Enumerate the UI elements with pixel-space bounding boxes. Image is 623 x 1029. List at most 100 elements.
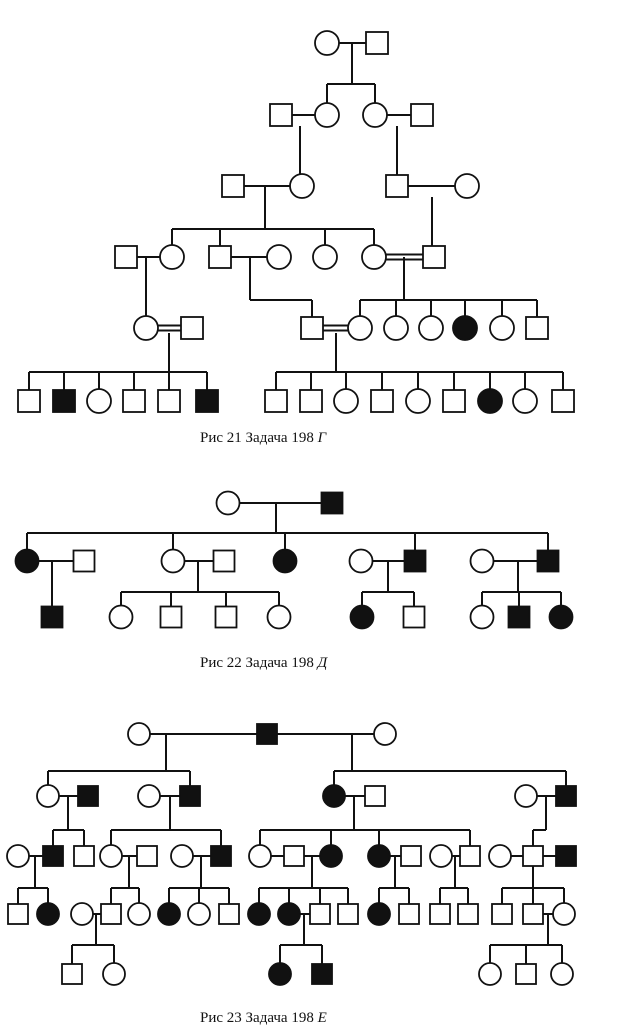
unaffected-female-21-VI-9 xyxy=(333,388,359,414)
affected-female-23-IV-10 xyxy=(277,902,301,926)
unaffected-female-22-II-3 xyxy=(160,548,186,574)
unaffected-female-21-V-4 xyxy=(347,315,373,341)
unaffected-female-23-II-3 xyxy=(137,784,161,808)
affected-female-23-II-5 xyxy=(322,784,346,808)
affected-female-23-III-10 xyxy=(319,844,343,868)
affected-male-23-III-2 xyxy=(42,845,64,867)
affected-male-22-III-9 xyxy=(507,605,531,629)
unaffected-female-21-III-2 xyxy=(289,173,315,199)
affected-male-23-I-2 xyxy=(256,723,278,745)
affected-female-21-V-7 xyxy=(452,315,478,341)
unaffected-male-23-V-1 xyxy=(61,963,83,985)
unaffected-male-21-IV-7 xyxy=(422,245,446,269)
unaffected-female-23-III-6 xyxy=(170,844,194,868)
unaffected-female-23-III-4 xyxy=(99,844,123,868)
affected-male-21-VI-2 xyxy=(52,389,76,413)
unaffected-male-21-IV-3 xyxy=(208,245,232,269)
unaffected-male-23-IV-14 xyxy=(398,903,420,925)
unaffected-male-21-V-3 xyxy=(300,316,324,340)
unaffected-male-23-III-9 xyxy=(283,845,305,867)
unaffected-female-22-II-8 xyxy=(469,548,495,574)
unaffected-female-23-IV-5 xyxy=(127,902,151,926)
unaffected-male-23-IV-12 xyxy=(337,903,359,925)
unaffected-female-21-VI-14 xyxy=(512,388,538,414)
unaffected-male-21-VI-5 xyxy=(157,389,181,413)
unaffected-female-23-II-7 xyxy=(514,784,538,808)
unaffected-male-22-III-7 xyxy=(402,605,426,629)
unaffected-female-21-I-1 xyxy=(314,30,340,56)
affected-female-23-III-11 xyxy=(367,844,391,868)
unaffected-female-21-IV-5 xyxy=(312,244,338,270)
unaffected-male-21-VI-12 xyxy=(442,389,466,413)
unaffected-female-23-V-7 xyxy=(550,962,574,986)
unaffected-male-23-IV-18 xyxy=(522,903,544,925)
unaffected-male-23-III-3 xyxy=(73,845,95,867)
unaffected-male-21-VI-10 xyxy=(370,389,394,413)
affected-female-22-II-5 xyxy=(272,548,298,574)
affected-female-22-II-1 xyxy=(14,548,40,574)
unaffected-female-22-III-5 xyxy=(266,604,292,630)
pedigree-lines xyxy=(17,42,567,964)
unaffected-male-23-III-14 xyxy=(459,845,481,867)
unaffected-male-23-IV-15 xyxy=(429,903,451,925)
figure-22-caption: Рис 22 Задача 198 Д xyxy=(200,655,329,671)
unaffected-female-23-III-15 xyxy=(488,844,512,868)
affected-male-22-II-9 xyxy=(536,549,560,573)
unaffected-male-21-VI-7 xyxy=(264,389,288,413)
affected-female-21-VI-13 xyxy=(477,388,503,414)
affected-female-23-IV-6 xyxy=(157,902,181,926)
unaffected-male-21-VI-15 xyxy=(551,389,575,413)
unaffected-female-22-II-6 xyxy=(348,548,374,574)
unaffected-female-21-V-1 xyxy=(133,315,159,341)
unaffected-male-23-V-6 xyxy=(515,963,537,985)
affected-male-21-VI-6 xyxy=(195,389,219,413)
unaffected-female-23-III-8 xyxy=(248,844,272,868)
pedigree-symbols xyxy=(6,30,577,986)
affected-male-23-III-7 xyxy=(210,845,232,867)
affected-female-23-IV-9 xyxy=(247,902,271,926)
unaffected-female-21-VI-3 xyxy=(86,388,112,414)
affected-male-23-II-8 xyxy=(555,785,577,807)
unaffected-male-21-II-4 xyxy=(410,103,434,127)
affected-male-22-I-2 xyxy=(320,491,344,515)
unaffected-male-21-III-1 xyxy=(221,174,245,198)
affected-male-23-V-4 xyxy=(311,963,333,985)
affected-male-22-III-1 xyxy=(40,605,64,629)
unaffected-female-21-IV-2 xyxy=(159,244,185,270)
unaffected-male-23-IV-11 xyxy=(309,903,331,925)
unaffected-male-23-III-5 xyxy=(136,845,158,867)
unaffected-male-21-VI-8 xyxy=(299,389,323,413)
unaffected-male-22-II-2 xyxy=(72,549,96,573)
unaffected-female-21-II-2 xyxy=(314,102,340,128)
unaffected-female-23-I-1 xyxy=(127,722,151,746)
affected-female-22-III-6 xyxy=(349,604,375,630)
affected-female-22-III-10 xyxy=(548,604,574,630)
unaffected-male-23-III-12 xyxy=(400,845,422,867)
unaffected-female-21-V-8 xyxy=(489,315,515,341)
unaffected-female-21-V-5 xyxy=(383,315,409,341)
affected-male-23-II-4 xyxy=(179,785,201,807)
unaffected-male-21-II-1 xyxy=(269,103,293,127)
affected-male-22-II-7 xyxy=(403,549,427,573)
unaffected-male-21-I-2 xyxy=(365,31,389,55)
unaffected-female-23-IV-19 xyxy=(552,902,576,926)
unaffected-male-22-III-3 xyxy=(159,605,183,629)
unaffected-male-23-IV-4 xyxy=(100,903,122,925)
unaffected-female-23-V-2 xyxy=(102,962,126,986)
unaffected-male-22-III-4 xyxy=(214,605,238,629)
unaffected-male-23-III-16 xyxy=(522,845,544,867)
unaffected-male-21-V-9 xyxy=(525,316,549,340)
unaffected-male-23-IV-1 xyxy=(7,903,29,925)
unaffected-male-23-II-6 xyxy=(364,785,386,807)
affected-female-23-V-3 xyxy=(268,962,292,986)
unaffected-female-22-III-8 xyxy=(469,604,495,630)
unaffected-female-23-IV-7 xyxy=(187,902,211,926)
unaffected-female-23-I-3 xyxy=(373,722,397,746)
unaffected-female-21-III-4 xyxy=(454,173,480,199)
unaffected-female-21-V-6 xyxy=(418,315,444,341)
unaffected-female-21-IV-4 xyxy=(266,244,292,270)
unaffected-male-21-IV-1 xyxy=(114,245,138,269)
unaffected-female-23-III-13 xyxy=(429,844,453,868)
unaffected-female-23-II-1 xyxy=(36,784,60,808)
figure-21-caption: Рис 21 Задача 198 Г xyxy=(200,430,328,446)
